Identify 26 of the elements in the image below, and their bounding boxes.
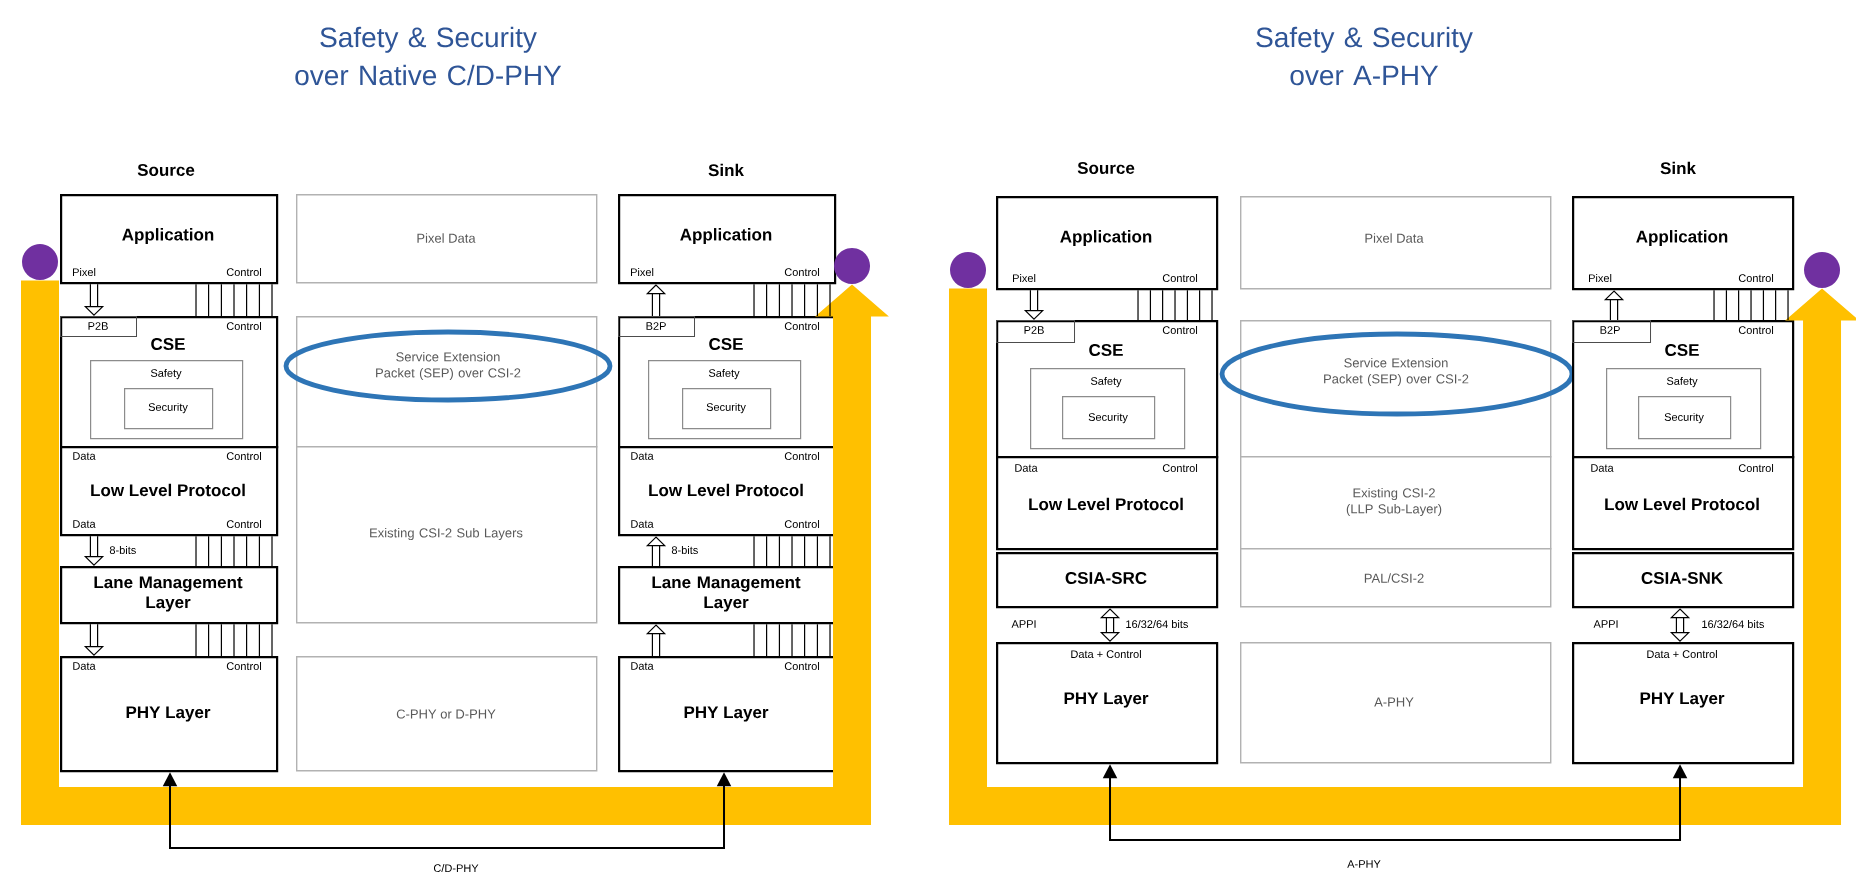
hollow-arrow <box>1099 608 1121 642</box>
bus-lines <box>195 535 273 567</box>
bus-lines <box>195 623 273 657</box>
panel-title: Safety & Security over Native C/D-PHY <box>295 26 562 86</box>
layer-box: Lane Management Layer <box>60 566 279 625</box>
hollow-arrow <box>1669 608 1691 642</box>
layer-box <box>296 316 598 448</box>
layer-box: Lane Management Layer <box>618 566 837 625</box>
bus-lines <box>1713 289 1789 321</box>
column-heading: Source <box>1077 162 1135 174</box>
layer-box <box>1240 320 1552 458</box>
column-heading: Source <box>137 164 195 176</box>
layer-box: CSIA-SRC <box>996 552 1219 609</box>
layer-box: CSIA-SNK <box>1572 552 1795 609</box>
endpoint-dot <box>1804 252 1841 288</box>
column-heading: Sink <box>1660 161 1696 175</box>
column-heading: Sink <box>708 163 744 177</box>
bus-lines <box>753 535 831 567</box>
bus-lines <box>1137 289 1213 321</box>
bus-lines <box>753 283 831 317</box>
endpoint-dot <box>22 244 58 280</box>
bus-lines <box>753 623 831 657</box>
panel-title: Safety & Security over A-PHY <box>1256 26 1473 86</box>
endpoint-dot <box>834 248 870 284</box>
bus-lines <box>195 283 273 317</box>
endpoint-dot <box>950 252 986 288</box>
